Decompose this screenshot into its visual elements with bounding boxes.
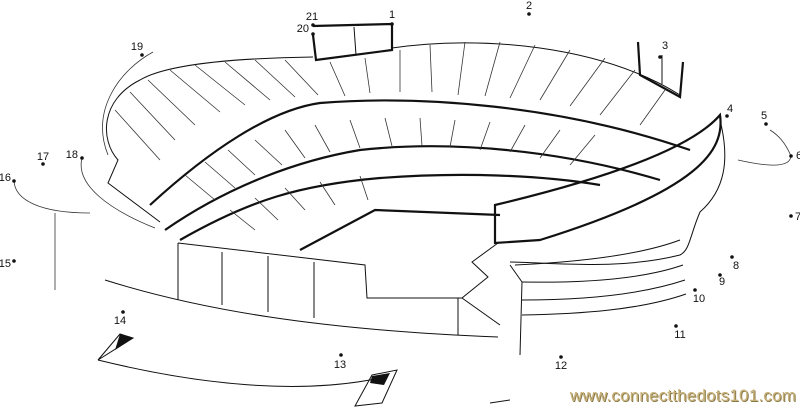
dot-9 xyxy=(718,273,722,277)
dot-6 xyxy=(789,154,793,158)
dot-label-21: 21 xyxy=(306,11,318,23)
dot-label-17: 17 xyxy=(37,151,49,163)
dot-label-19: 19 xyxy=(131,41,143,53)
dot-label-7: 7 xyxy=(795,211,800,223)
dot-label-16: 16 xyxy=(0,172,11,184)
dot-label-11: 11 xyxy=(674,329,685,341)
dot-11 xyxy=(674,324,678,328)
dot-label-8: 8 xyxy=(733,260,739,272)
dot-17 xyxy=(41,162,45,166)
dot-13 xyxy=(339,353,343,357)
dot-18 xyxy=(80,156,84,160)
dot-label-3: 3 xyxy=(662,40,668,52)
dot-label-5: 5 xyxy=(761,110,767,122)
dot-20 xyxy=(311,32,315,36)
dot-16 xyxy=(12,179,16,183)
dot-4 xyxy=(725,114,729,118)
dot-15 xyxy=(12,259,16,263)
dot-label-20: 20 xyxy=(297,23,309,35)
dot-label-4: 4 xyxy=(727,103,733,115)
dot-12 xyxy=(559,355,563,359)
dot-19 xyxy=(140,53,144,57)
dot-5 xyxy=(764,122,768,126)
dot-label-1: 1 xyxy=(389,9,395,21)
dot-label-10: 10 xyxy=(693,293,705,305)
dot-3 xyxy=(658,55,662,59)
dot-label-12: 12 xyxy=(555,360,567,372)
dot-label-18: 18 xyxy=(66,149,78,161)
dot-7 xyxy=(789,214,793,218)
dot-8 xyxy=(730,255,734,259)
dot-label-15: 15 xyxy=(0,258,11,270)
seat-hatching xyxy=(114,41,666,231)
dot-10 xyxy=(693,288,697,292)
dot-label-14: 14 xyxy=(114,315,126,327)
watermark: www.connectthedots101.com xyxy=(569,386,796,405)
dot-label-6: 6 xyxy=(796,150,800,162)
dot-label-13: 13 xyxy=(334,359,346,371)
stadium-outline xyxy=(13,22,792,407)
dot-label-9: 9 xyxy=(719,276,725,288)
dot-14 xyxy=(121,310,125,314)
dot-2 xyxy=(527,12,531,16)
dot-1 xyxy=(390,22,394,26)
dot-label-2: 2 xyxy=(526,0,532,12)
dot-21 xyxy=(311,23,315,27)
